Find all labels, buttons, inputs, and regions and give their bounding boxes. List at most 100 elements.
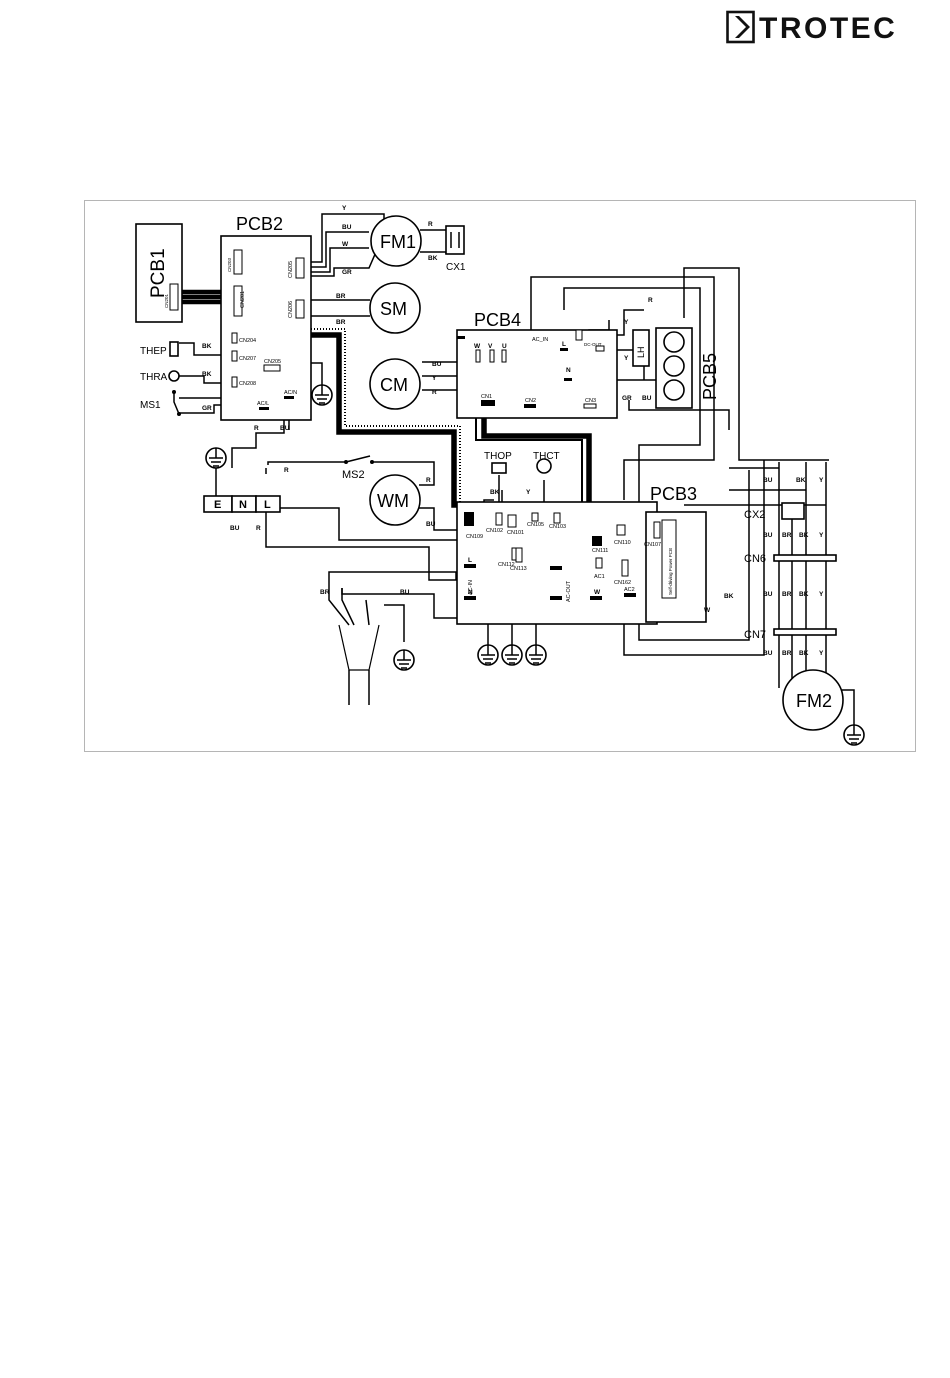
wl-gr-pcb5: GR [622,395,632,402]
ms1-label: MS1 [140,400,161,411]
rc-y-4: Y [819,650,824,657]
pcb3-cn105-label: CN105 [527,522,544,528]
rc-br-4: BR [782,650,792,657]
pcb2-ck206-label: CN206 [288,301,294,318]
wl-r-wm: R [426,477,431,484]
rc-y-3: Y [819,591,824,598]
pcb3-board: PCB3 Self-driving Power PCB CN109 CN102 … [456,484,707,625]
pcb2-acn-label: AC/N [284,390,297,396]
wl-bu-pcb2: BU [280,425,290,432]
rc-bu-1: BU [763,477,773,484]
rc-y-1: Y [819,477,824,484]
lh-component: LH [632,329,650,367]
pcb2-ck204-label: CN204 [239,338,256,344]
ground-icon [501,644,523,666]
wl-bk-cx1: BK [428,255,438,262]
fm1-label: FM1 [380,232,416,252]
rc-y-2: Y [819,532,824,539]
wl-w-fm1: W [342,241,349,248]
ground-icon [843,724,865,746]
right-column-labels: BU BK Y BU BR BK Y BU BR BK Y BU BR BK Y [763,477,824,657]
pcb3-n-label: N [468,589,473,596]
pcb4-n-label: N [566,367,571,374]
wiring-diagram: PCB1 CN201 PCB2 CN203 CN201 CN205 CN206 … [135,205,865,746]
pcb4-dcout-label: DC-OUT [584,342,602,347]
pcb3-cn112-label: CN112 [498,562,515,568]
rc-bu-3: BU [763,591,773,598]
brand-logo: TROTEC [726,10,897,44]
swing-motor: SM [369,282,421,334]
pcb3-acin-label: AC-IN [468,580,474,595]
wl-gr-ms1: GR [202,405,212,412]
pcb2-board: PCB2 CN203 CN201 CN205 CN206 CN204 CN207… [220,214,312,421]
pcb3-l-label: L [468,557,472,564]
diagram-frame [84,200,916,752]
wl-y-fm1: Y [342,205,347,212]
pcb3-cn102-label: CN102 [486,528,503,534]
pcb3-cn109-label: CN109 [466,534,483,540]
pcb3-cn111-label: CN111 [592,548,608,554]
wl-y-thct: Y [526,489,531,496]
pcb2-ck209-label: CN205 [264,359,281,365]
ms2-label: MS2 [342,469,365,481]
pcb3-w-label: W [594,589,601,596]
pcb2-ck208-label: CN208 [239,381,256,387]
thra-label: THRA [140,372,168,383]
pcb4-l-label: L [562,341,566,348]
rc-bu-2: BU [763,532,773,539]
wl-gr-fm1: GR [342,269,352,276]
connector-cn6: CN6 [744,553,837,565]
switch-ms2: MS2 [342,455,374,481]
pcb2-label: PCB2 [236,214,283,234]
pcb3-acout-label: AC-OUT [566,580,572,602]
pcb5-board: PCB5 [655,327,720,409]
thct-label: THCT [533,451,560,462]
cn7-label: CN7 [744,629,766,641]
brand-name: TROTEC [759,12,897,44]
wl-r-term: R [256,525,261,532]
pcb1-board: PCB1 CN201 [135,223,183,323]
pcb4-acin-label: AC_IN [532,337,548,343]
pcb4-v-label: V [488,343,493,350]
wl-bu-cm: BU [432,361,442,368]
thep-label: THEP [140,346,167,357]
wl-y-pcb4: Y [624,319,629,326]
pcb3-cn162-label: CN162 [614,580,631,586]
ground-icon [393,649,415,671]
capacitor-cx2: CX2 [744,502,805,521]
pcb4-u-label: U [502,343,507,350]
wl-bk-thep: BK [202,343,212,350]
wl-br-sm: BR [336,293,346,300]
terminal-n: N [239,499,247,511]
ground-icon [205,447,227,496]
rc-bk-1: BK [796,477,806,484]
thep-sensor: THEP [140,341,179,357]
pcb5-label: PCB5 [700,353,720,400]
pcb3-cn107-label: CN107 [644,542,661,548]
compressor-motor: CM [369,358,421,410]
terminal-l: L [264,499,271,511]
pcb2-acl-label: AC/L [257,401,269,407]
wl-r-ms2: R [284,467,289,474]
pcb4-cn1-label: CN1 [481,394,492,400]
ground-icon [477,644,499,666]
pcb4-board: PCB4 W V U AC_IN L DC-OUT N CN1 CN2 CN3 [456,310,618,419]
water-motor: WM [369,474,421,526]
fan-motor-1: FM1 [370,215,422,267]
terminal-e: E [214,499,221,511]
thct-sensor: THCT [533,451,560,474]
wl-bu-term: BU [230,525,240,532]
trotec-chevron-logo-icon [726,10,755,44]
wl-br-sm2: BR [336,319,346,326]
pcb4-label: PCB4 [474,310,521,330]
sm-label: SM [380,299,407,319]
lh-label: LH [636,346,646,358]
wl-bu-cable: BU [400,589,410,596]
wl-r-cm: R [432,389,437,396]
pcb2-ck207-label: CN207 [239,356,256,362]
wl-r-pcb2: R [254,425,259,432]
pcb3-cn103-label: CN103 [549,524,566,530]
wl-r-top: R [648,297,653,304]
fan-motor-2: FM2 [782,669,844,731]
ground-icon [525,644,547,666]
